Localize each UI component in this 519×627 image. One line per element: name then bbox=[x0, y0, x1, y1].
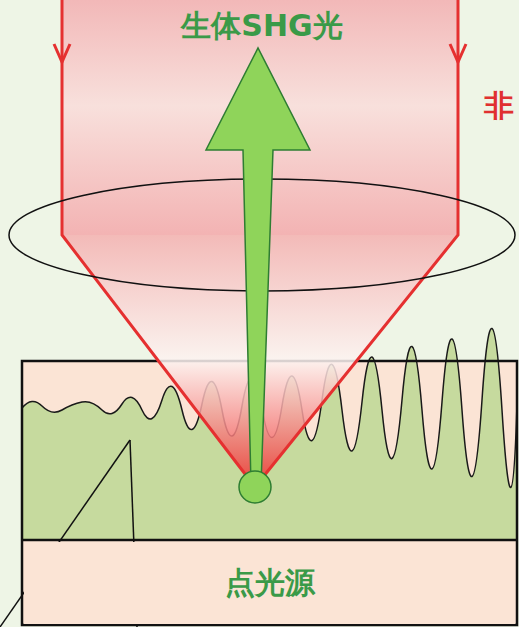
beam-label: 非 bbox=[484, 86, 514, 127]
divider-line bbox=[22, 539, 517, 542]
laser-line bbox=[62, 0, 458, 487]
arrow-head bbox=[54, 44, 70, 62]
signal-label: 生体SHG光 bbox=[181, 6, 342, 47]
point-source bbox=[239, 471, 271, 503]
arrow-head bbox=[450, 44, 466, 62]
band: 点光源 bbox=[24, 542, 515, 624]
band-label: 点光源 bbox=[225, 563, 315, 604]
shg-arrow bbox=[206, 48, 310, 485]
